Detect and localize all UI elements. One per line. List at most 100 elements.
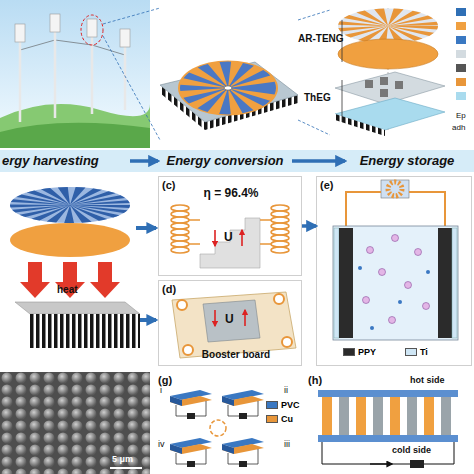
booster-board (172, 292, 296, 358)
hill (0, 123, 150, 148)
mount-hole (282, 337, 292, 347)
ion (426, 270, 430, 274)
electrolyte-cell (333, 226, 458, 340)
panel-letter: (c) (162, 179, 192, 191)
cycle-loop (210, 420, 226, 436)
heat-arrow (90, 262, 120, 298)
zoom-circle (81, 15, 103, 45)
part-name: adh (452, 124, 465, 133)
mount-hole (183, 345, 193, 355)
rotor-blades (204, 75, 252, 101)
theg-plate (15, 302, 140, 314)
mode-number: i (160, 386, 162, 396)
teng-icon (381, 180, 409, 198)
ppy-electrode (339, 228, 353, 338)
teng-mode (170, 438, 212, 467)
legend-item: Ti (405, 347, 428, 357)
teng-mode-panel: (g) (155, 372, 302, 472)
stage-header: Energy conversion (158, 151, 292, 171)
ion (398, 300, 402, 304)
signal-arrow (214, 230, 216, 246)
mount-hole (177, 300, 187, 310)
te-leg (373, 397, 383, 435)
turbine-pole (19, 40, 22, 122)
conversion-panel: (c)η = 96.4% (158, 176, 302, 276)
turbine-pole (54, 30, 57, 118)
board-name: Booster board (191, 349, 281, 360)
legend-item: PVC (266, 400, 300, 410)
te-leg (339, 397, 349, 435)
teng-mode (170, 390, 212, 419)
bracket (342, 80, 343, 122)
scale-label: 5 μm (112, 455, 133, 465)
te-leg (322, 397, 332, 435)
cold-plate (318, 435, 458, 442)
rotor-blades (40, 196, 100, 214)
zoom-line (103, 8, 160, 24)
signal-arrow (244, 310, 246, 326)
color-key (456, 78, 466, 86)
rotor-hub (224, 86, 232, 90)
thermoelectric-panel: (h) (305, 372, 472, 472)
current-arrow (370, 463, 392, 464)
ion (423, 303, 430, 310)
heat-arrow (20, 262, 50, 298)
teng-icon (388, 182, 402, 196)
storage-panel: (e) (316, 176, 472, 366)
hill (0, 104, 150, 148)
legend-swatch (266, 415, 278, 423)
ion (389, 317, 396, 324)
legend-text: Cu (281, 414, 293, 424)
turbine-pole (91, 35, 94, 114)
ion (379, 269, 386, 276)
mode-number: ii (284, 386, 288, 396)
zoom-line (298, 10, 330, 20)
ti-collector (334, 228, 339, 338)
rotor-disc (178, 61, 278, 116)
side-label: cold side (392, 446, 431, 456)
wire (409, 192, 445, 228)
scale-bar (110, 467, 142, 469)
heat-arrow (55, 262, 85, 298)
ion (405, 282, 412, 289)
chip (203, 300, 260, 342)
part-name: ThEG (304, 92, 331, 103)
legend-swatch (343, 348, 355, 356)
mode-number: iii (284, 440, 290, 450)
stage-title: Energy conversion (158, 154, 292, 168)
turbine-rotor (87, 19, 97, 37)
flow-arrow (140, 318, 156, 322)
signal-arrow (214, 310, 216, 326)
legend-swatch (405, 348, 417, 356)
ion (415, 249, 422, 256)
te-module (365, 80, 373, 88)
color-key (456, 36, 466, 44)
mount-hole (274, 294, 284, 304)
teng-mode (222, 390, 264, 419)
stage-header: ergy harvesting (0, 151, 130, 171)
part-name: AR-TENG (298, 33, 344, 44)
te-leg (441, 397, 451, 435)
stator-disc (10, 223, 130, 257)
wire (189, 220, 271, 244)
ion (370, 326, 374, 330)
te-leg (407, 397, 417, 435)
transformer-coil (171, 205, 189, 253)
turbine-rotor (50, 14, 60, 32)
heat-sink (335, 114, 385, 136)
part-name: Ep (456, 112, 466, 121)
side-label: hot side (410, 376, 445, 386)
te-leg (424, 397, 434, 435)
flow-arrow (302, 224, 316, 228)
stage-title: Energy storage (345, 154, 469, 168)
flow-arrow (292, 159, 345, 163)
heat-label: heat (57, 284, 78, 295)
heat-sink (30, 314, 140, 348)
ti-collector (452, 228, 457, 338)
turbine-rotor (15, 24, 25, 42)
sky (0, 0, 150, 148)
voltage-symbol: U (225, 313, 234, 326)
